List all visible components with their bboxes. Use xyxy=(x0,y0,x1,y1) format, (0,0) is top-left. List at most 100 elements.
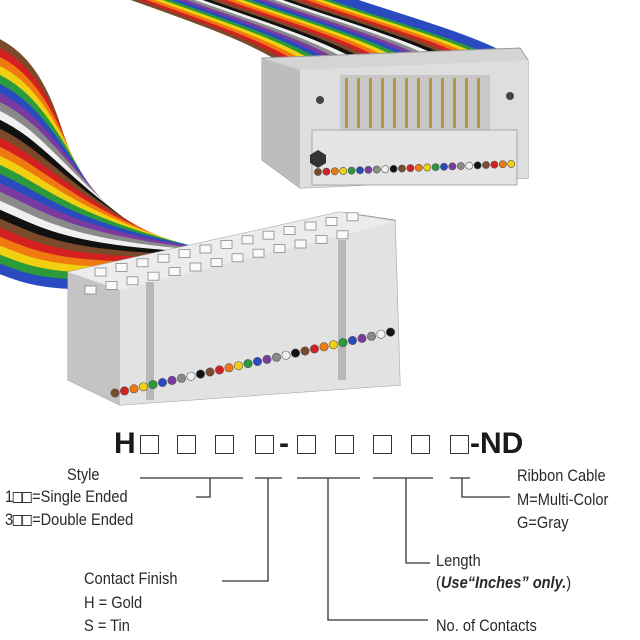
wire-end xyxy=(215,365,225,375)
socket-hole xyxy=(231,253,244,263)
wire-end xyxy=(376,329,386,339)
contact-finish-tin: S = Tin xyxy=(84,616,130,635)
style-box-1 xyxy=(140,435,159,454)
length-box-1 xyxy=(373,435,392,454)
style-option-single-label: =Single Ended xyxy=(32,487,128,506)
length-note: (Use“Inches” only.) xyxy=(436,573,571,593)
ribbon-gray: G=Gray xyxy=(517,513,569,532)
wire-end xyxy=(347,166,356,175)
front-connector xyxy=(67,211,401,406)
wire-end xyxy=(465,161,474,170)
wire-end xyxy=(431,163,440,171)
ribbon-box xyxy=(450,435,469,454)
part-prefix: H xyxy=(114,427,136,460)
contact-finish-gold: H = Gold xyxy=(84,593,143,612)
socket-hole xyxy=(241,235,254,245)
socket-hole xyxy=(262,230,275,240)
pin xyxy=(429,78,432,128)
wire-end xyxy=(243,359,253,369)
socket-hole xyxy=(336,230,349,240)
wire-end xyxy=(364,165,373,174)
length-box-2 xyxy=(411,435,430,454)
wire-end xyxy=(196,369,206,379)
wire-end xyxy=(129,384,139,394)
style-option-single-code: 1 xyxy=(5,487,14,506)
wire-end xyxy=(158,377,168,387)
rear-connector xyxy=(261,47,529,189)
wire-end xyxy=(110,388,120,398)
finish-box xyxy=(255,435,274,454)
wire-end xyxy=(347,335,357,345)
wire-end xyxy=(456,162,465,170)
pin xyxy=(477,78,480,128)
wire-end xyxy=(507,160,516,168)
socket-hole xyxy=(84,285,97,295)
length-note-close: ) xyxy=(566,573,572,592)
contacts-box-1 xyxy=(297,435,316,454)
socket-hole xyxy=(294,239,307,249)
wire-end xyxy=(314,168,322,176)
pin xyxy=(381,78,384,128)
pin xyxy=(441,78,444,128)
socket-hole xyxy=(168,267,181,277)
ribbon-cable-assembly-image xyxy=(0,0,529,406)
length-note-text: Use“Inches” only. xyxy=(440,573,567,592)
wire-end xyxy=(281,350,291,360)
style-box-2 xyxy=(177,435,196,454)
wire-end xyxy=(490,160,499,169)
wire-end xyxy=(234,361,244,371)
wire-end xyxy=(406,164,415,173)
wire-end xyxy=(338,338,348,348)
pin xyxy=(345,78,348,128)
style-title: Style xyxy=(67,465,100,484)
wire-end xyxy=(328,340,338,350)
socket-hole xyxy=(325,216,338,226)
wire-end xyxy=(319,342,329,352)
wire-end xyxy=(309,344,319,354)
socket-hole xyxy=(157,253,170,263)
part-suffix: -ND xyxy=(470,427,524,460)
length-title: Length xyxy=(436,551,481,570)
pin xyxy=(405,78,408,128)
socket-hole xyxy=(147,271,160,281)
wire-end xyxy=(262,354,272,364)
ribbon-multicolor: M=Multi-Color xyxy=(517,490,609,509)
wire-end xyxy=(440,162,448,171)
socket-hole xyxy=(199,244,212,254)
socket-hole xyxy=(94,267,107,277)
socket-hole xyxy=(252,248,265,258)
pin xyxy=(417,78,420,128)
length-note-open: ( xyxy=(436,573,441,592)
wire-end xyxy=(398,164,406,173)
wire-end xyxy=(356,166,364,175)
pin xyxy=(357,78,360,128)
wire-end xyxy=(372,165,381,174)
socket-hole xyxy=(210,257,223,267)
wire-end xyxy=(290,348,300,358)
wire-end xyxy=(498,160,507,169)
socket-hole xyxy=(136,258,149,268)
wire-end xyxy=(167,375,177,385)
wire-end xyxy=(330,167,339,176)
style-option-double-label: =Double Ended xyxy=(32,510,134,529)
wire-end xyxy=(120,386,130,396)
socket-hole xyxy=(189,262,202,272)
style-box-3 xyxy=(215,435,234,454)
wire-end xyxy=(205,367,215,377)
wire-end xyxy=(414,163,423,172)
socket-hole xyxy=(115,262,128,272)
socket-hole xyxy=(220,239,233,249)
part-separator: - xyxy=(279,427,289,460)
socket-hole xyxy=(315,234,328,244)
wire-end xyxy=(389,164,398,173)
socket-hole xyxy=(346,212,359,222)
wire-end xyxy=(300,346,310,356)
wire-end xyxy=(339,167,348,175)
wire-end xyxy=(423,163,432,172)
ribbon-title: Ribbon Cable xyxy=(517,466,606,485)
wire-end xyxy=(224,363,234,373)
wire-end xyxy=(482,161,490,169)
style-option-double: 3=Double Ended xyxy=(5,510,133,530)
pin xyxy=(369,78,372,128)
wire-end xyxy=(473,161,482,170)
